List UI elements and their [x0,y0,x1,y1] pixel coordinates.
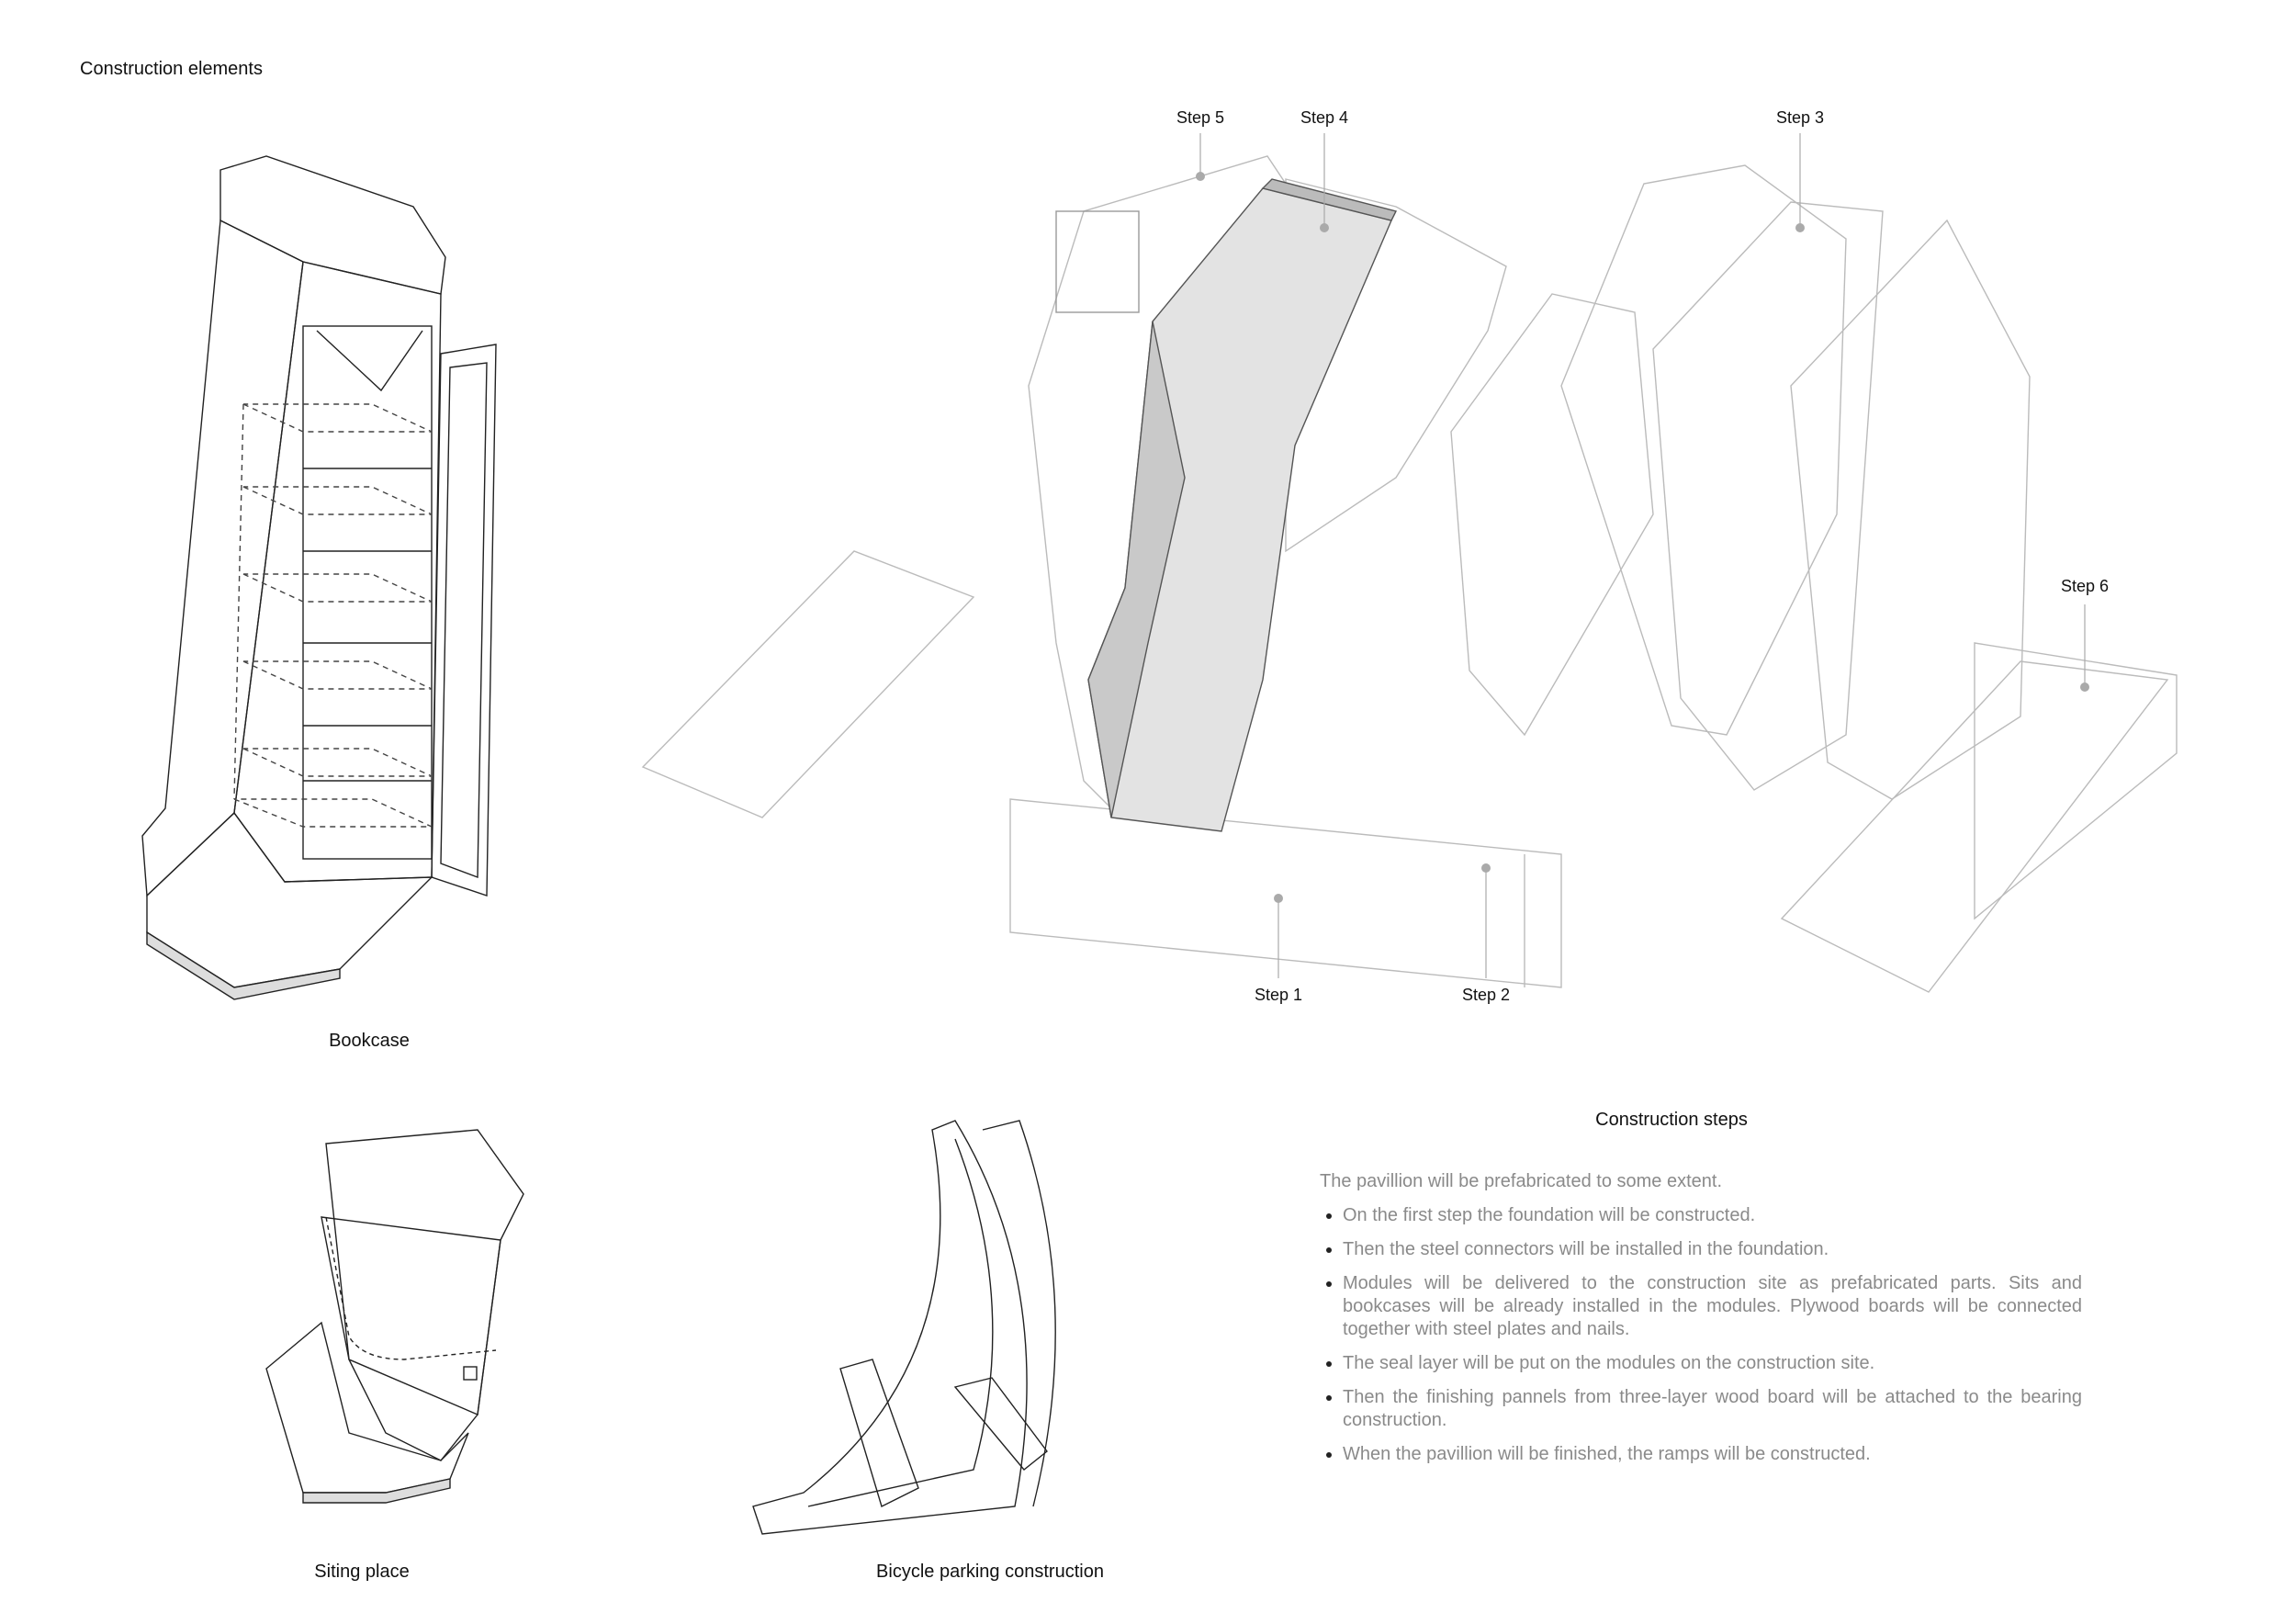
list-item: Modules will be delivered to the constru… [1343,1272,2082,1341]
construction-steps-list: On the first step the foundation will be… [1320,1204,2082,1466]
list-item: When the pavillion will be finished, the… [1343,1443,2082,1466]
bookcase-caption: Bookcase [329,1031,410,1051]
pavilion-exploded-drawing [641,155,2178,993]
construction-steps-intro: The pavillion will be prefabricated to s… [1320,1171,1723,1191]
list-item: On the first step the foundation will be… [1343,1204,2082,1227]
list-item: Then the steel connectors will be instal… [1343,1238,2082,1261]
bicycle-parking-caption: Bicycle parking construction [876,1562,1104,1582]
step-5-label: Step 5 [1176,108,1225,127]
step-4-label: Step 4 [1300,108,1349,127]
step-6-label: Step 6 [2060,577,2110,595]
step-2-label: Step 2 [1461,986,1511,1004]
page-title: Construction elements [80,59,263,79]
siting-place-caption: Siting place [314,1562,410,1582]
construction-steps-title: Construction steps [1595,1110,1748,1130]
construction-steps-text: The pavillion will be prefabricated to s… [1320,1170,2082,1477]
step-1-label: Step 1 [1254,986,1303,1004]
list-item: The seal layer will be put on the module… [1343,1352,2082,1375]
bicycle-parking-drawing [752,1120,1056,1535]
bookcase-drawing [141,155,497,1000]
pavilion-module-highlight [1087,178,1398,832]
list-item: Then the finishing pannels from three-la… [1343,1386,2082,1432]
siting-place-drawing [265,1129,524,1504]
step-3-label: Step 3 [1775,108,1825,127]
